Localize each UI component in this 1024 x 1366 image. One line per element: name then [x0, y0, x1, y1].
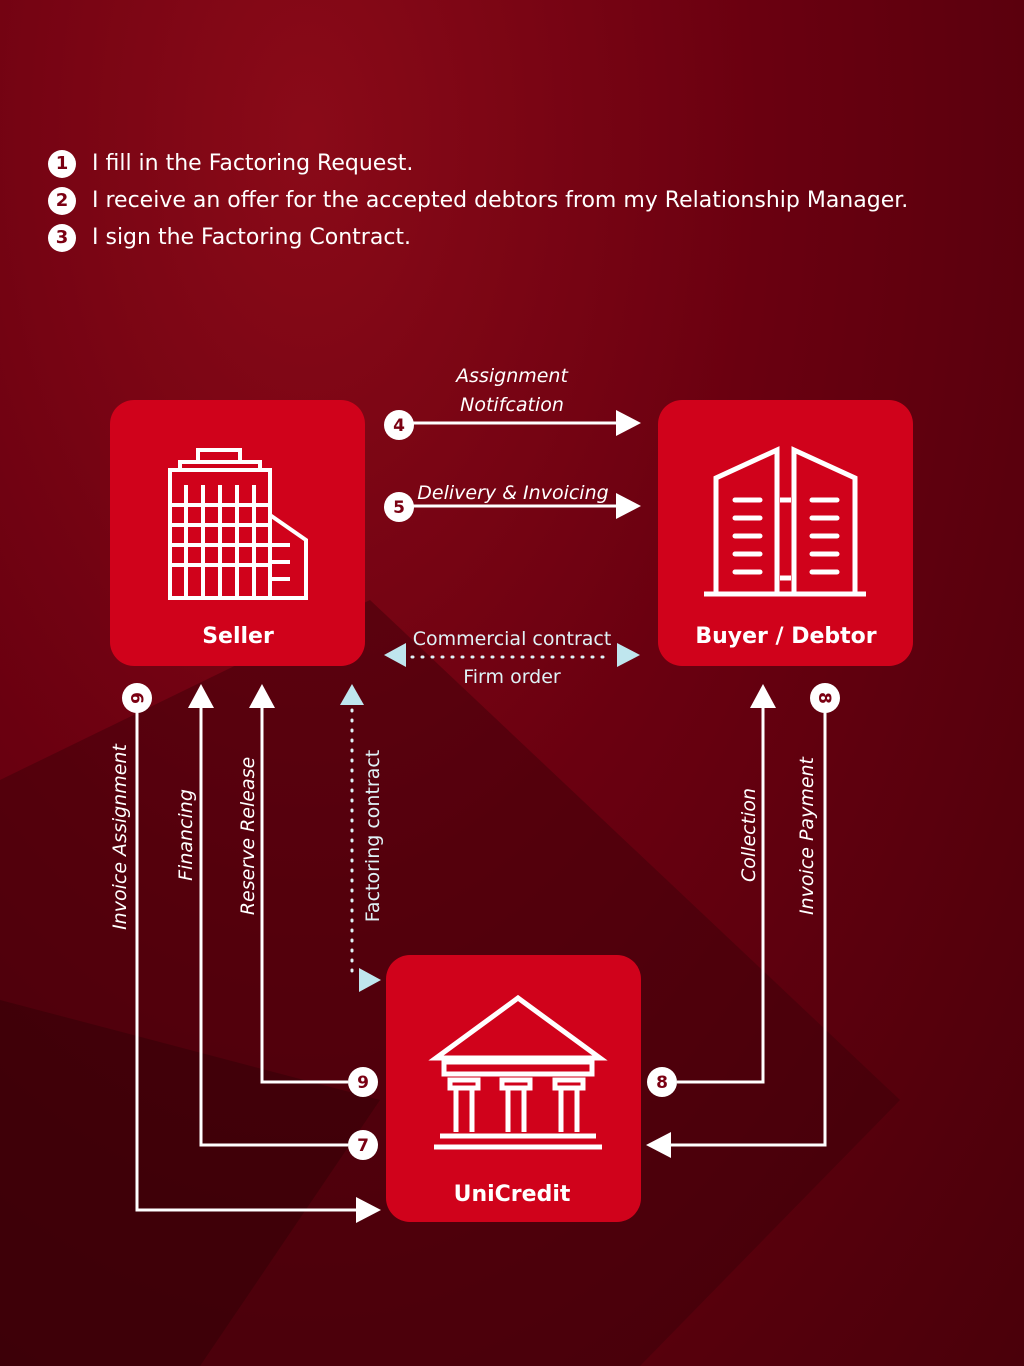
invoice-assignment-arrow: 6 Invoice Assignment	[109, 683, 381, 1223]
step-text: I receive an offer for the accepted debt…	[92, 188, 909, 213]
office-building-icon	[168, 448, 308, 600]
step-number: 2	[48, 186, 76, 215]
step-8-badge-rotated: 8	[814, 692, 834, 704]
delivery-label: Delivery & Invoicing	[417, 482, 608, 504]
buyer-node: Buyer / Debtor	[658, 400, 913, 666]
reserve-release-arrow: 9 Reserve Release	[237, 684, 378, 1097]
step-text: I fill in the Factoring Request.	[92, 151, 414, 176]
step-number: 3	[48, 223, 76, 252]
factoring-contract-label: Factoring contract	[362, 750, 384, 923]
buyer-label: Buyer / Debtor	[695, 624, 876, 649]
step-item: 1 I fill in the Factoring Request.	[48, 145, 908, 182]
assignment-label: Assignment	[454, 365, 569, 387]
bank-icon	[428, 994, 608, 1150]
factoring-contract-arrow: Factoring contract	[340, 684, 384, 992]
notification-label: Notifcation	[460, 394, 564, 416]
collection-arrow: 8 Collection	[647, 684, 776, 1097]
step-7-badge: 7	[357, 1136, 369, 1156]
bank-node: UniCredit	[386, 955, 641, 1222]
invoice-assignment-label: Invoice Assignment	[109, 743, 131, 930]
seller-node: Seller	[110, 400, 365, 666]
step-6-badge: 6	[126, 692, 146, 704]
step-item: 2 I receive an offer for the accepted deb…	[48, 182, 908, 219]
collection-label: Collection	[738, 788, 760, 882]
commercial-contract-arrow: Commercial contract Firm order	[384, 628, 640, 688]
step-text: I sign the Factoring Contract.	[92, 225, 412, 250]
commercial-contract-label: Commercial contract	[413, 628, 612, 650]
steps-list: 1 I fill in the Factoring Request. 2 I rec…	[48, 145, 908, 256]
step-9-badge: 9	[357, 1073, 369, 1093]
bank-label: UniCredit	[454, 1182, 571, 1207]
reserve-release-label: Reserve Release	[237, 757, 259, 915]
financing-label: Financing	[175, 789, 197, 881]
assignment-notification-arrow: 4 Assignment Notifcation	[384, 365, 641, 440]
step-number: 1	[48, 149, 76, 178]
delivery-invoicing-arrow: 5 Delivery & Invoicing	[384, 482, 641, 522]
step-8-badge: 8	[656, 1073, 668, 1093]
seller-label: Seller	[202, 624, 274, 649]
buyer-building-icon	[704, 446, 866, 597]
financing-arrow: 7 Financing	[175, 684, 378, 1160]
step-4-badge: 4	[393, 416, 405, 436]
step-item: 3 I sign the Factoring Contract.	[48, 219, 908, 256]
invoice-payment-arrow: 8 Invoice Payment	[646, 683, 840, 1158]
step-5-badge: 5	[393, 498, 405, 518]
invoice-payment-label: Invoice Payment	[796, 755, 818, 915]
firm-order-label: Firm order	[463, 666, 561, 688]
